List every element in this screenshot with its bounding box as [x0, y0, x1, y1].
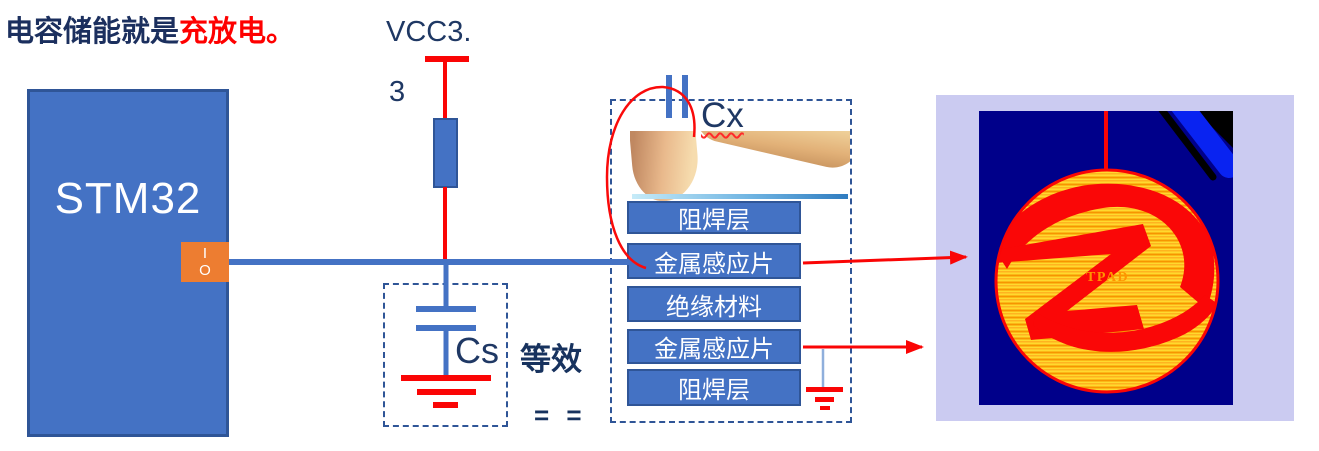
vcc-rail-bar: [425, 56, 469, 62]
vcc-label-line1: VCC3.: [386, 16, 472, 48]
tpad-pad-label: TPAD: [1086, 270, 1130, 285]
layer-insulation: 绝缘材料: [627, 286, 801, 322]
layer-solder-mask-top: 阻焊层: [627, 201, 801, 234]
vcc-label-line2: 3: [389, 76, 406, 108]
title-highlight-text: 充放电。: [179, 16, 296, 48]
stm32-chip-label: STM32: [54, 174, 202, 223]
title-normal-text: 电容储能就是: [5, 16, 180, 48]
page-title: 电容储能就是充放电。: [5, 8, 295, 50]
pcb-board-background: [979, 111, 1233, 405]
io-pin-box: I O: [181, 242, 229, 282]
cs-capacitor-label: Cs: [455, 330, 499, 371]
cx-capacitor-label: Cx: [701, 96, 744, 135]
touch-surface-strip: [632, 194, 848, 199]
io-pin-label-o: O: [199, 262, 211, 279]
resistor-symbol: [433, 118, 458, 188]
equivalent-symbol: = =: [534, 400, 587, 430]
layer-metal-sensor-bottom: 金属感应片: [627, 329, 801, 364]
equivalent-label: 等效: [520, 342, 582, 377]
layer-metal-sensor-top: 金属感应片: [627, 243, 801, 279]
io-pin-label-i: I: [202, 245, 208, 262]
layer-solder-mask-bottom: 阻焊层: [627, 369, 801, 406]
